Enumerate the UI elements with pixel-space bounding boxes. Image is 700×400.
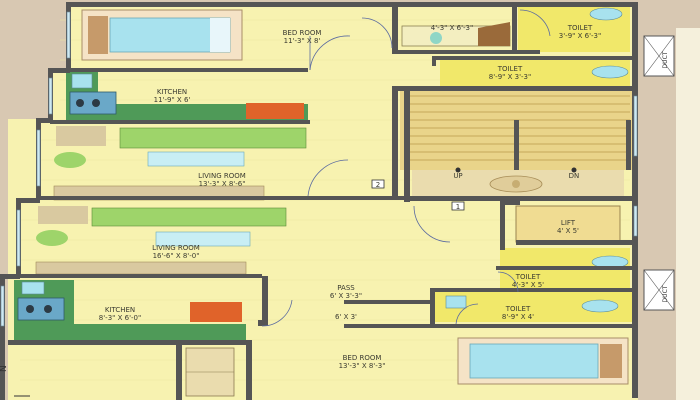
outside-notch-top-left	[8, 4, 68, 69]
stair-down-label: DN	[569, 172, 580, 180]
outer-corridor	[676, 28, 700, 400]
wardrobe-bottom	[185, 347, 235, 397]
room-name: TOILET	[497, 65, 523, 73]
duct-label: DUCT	[662, 285, 669, 302]
room-name: LIFT	[561, 219, 576, 227]
room-size: 6' X 3'	[335, 313, 357, 321]
walls	[0, 2, 638, 400]
duct-bottom	[643, 269, 675, 311]
living-bottom-furniture	[35, 206, 287, 275]
room-size: 3'-9" X 6'-3"	[559, 32, 601, 40]
windows	[0, 11, 638, 327]
room-name: BED ROOM	[283, 29, 322, 37]
room-size: 11'-3" X 8'	[284, 37, 321, 45]
kitchen-bottom-counter	[14, 280, 246, 340]
wardrobe-top	[401, 22, 511, 47]
toilet-fixtures	[445, 7, 629, 313]
room-name: LIVING ROOM	[152, 244, 200, 252]
room-name: TOILET	[567, 24, 593, 32]
room-size: 8'-9" X 4'	[502, 313, 534, 321]
room-size: 11'-9" X 6'	[154, 96, 191, 104]
room-size: 13'-3" X 8'-6"	[199, 180, 246, 188]
room-size: 4' X 5'	[557, 227, 579, 235]
bed-bottom	[457, 337, 629, 385]
room-size: 16'-6" X 8'-0"	[153, 252, 200, 260]
kitchen-top-counter	[66, 72, 308, 120]
room-name: PASS	[337, 284, 355, 292]
room-name: BED ROOM	[343, 354, 382, 362]
marker-2-label: 2	[376, 181, 380, 189]
room-name: TOILET	[505, 305, 531, 313]
room-size: 8'-9" X 3'-3"	[489, 73, 531, 81]
room-size: 4'-3" X 5'	[512, 281, 544, 289]
lift-shaft	[515, 205, 621, 243]
room-size: 8'-3" X 6'-0"	[99, 314, 141, 322]
marker-1	[451, 201, 465, 211]
stair-down-arrow	[571, 167, 577, 173]
room-name: TOILET	[515, 273, 541, 281]
duct-label: DUCT	[662, 51, 669, 68]
stair-up-label: UP	[453, 172, 462, 180]
room-size: 6' X 3'-3"	[330, 292, 362, 300]
room-size: 4'-3" X 6'-3"	[431, 24, 473, 32]
room-name: KITCHEN	[105, 306, 135, 314]
outside-notch-left	[8, 69, 48, 119]
door-swings	[261, 9, 551, 327]
marker-2	[371, 179, 385, 189]
bed-top	[81, 9, 243, 61]
north-label: N	[0, 365, 9, 372]
room-name: LIVING ROOM	[198, 172, 246, 180]
room-size: 13'-3" X 8'-3"	[339, 362, 386, 370]
duct-top	[643, 35, 675, 77]
room-name: KITCHEN	[157, 88, 187, 96]
stair-medallion	[489, 175, 543, 193]
marker-1-label: 1	[456, 203, 460, 211]
stair-up-arrow	[455, 167, 461, 173]
